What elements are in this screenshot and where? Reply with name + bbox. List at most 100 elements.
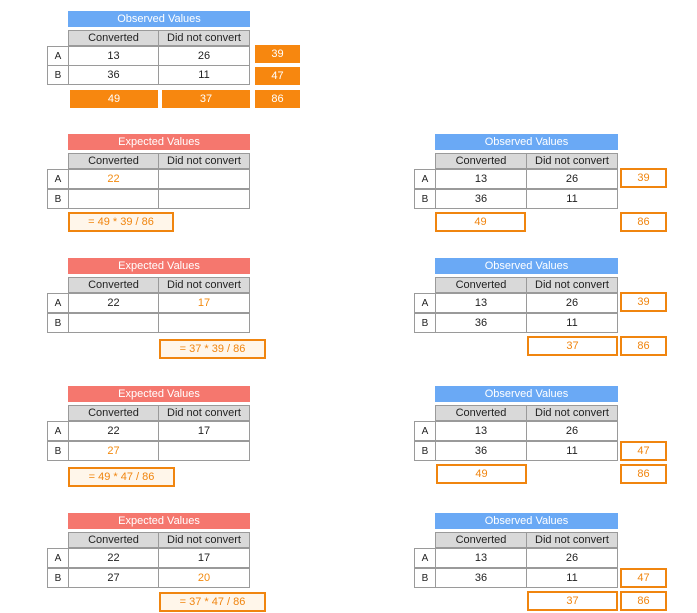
expected-values-title: Expected Values	[68, 258, 250, 274]
expected-values-title: Expected Values	[68, 134, 250, 150]
row-label-b: B	[414, 568, 436, 588]
col-header-did-not-convert: Did not convert	[158, 277, 250, 293]
row-label-b: B	[47, 65, 69, 85]
expected-b-converted	[68, 189, 159, 209]
observed-b-converted: 36	[435, 313, 527, 333]
row-label-a: A	[414, 169, 436, 189]
col-total-box: 37	[527, 591, 618, 611]
col-header-converted: Converted	[435, 277, 527, 293]
observed-a-converted: 13	[435, 548, 527, 568]
observed-b-did-not-convert: 11	[526, 313, 618, 333]
col-header-converted: Converted	[435, 405, 527, 421]
expected-values-title: Expected Values	[68, 513, 250, 529]
cell-a-did-not-convert: 26	[158, 46, 250, 66]
expected-a-did-not-convert: 17	[158, 293, 250, 313]
col-header-converted: Converted	[435, 153, 527, 169]
formula-box: = 49 * 47 / 86	[68, 467, 175, 487]
observed-values-title: Observed Values	[435, 386, 618, 402]
observed-a-converted: 13	[435, 169, 527, 189]
col-header-did-not-convert: Did not convert	[526, 153, 618, 169]
observed-values-title: Observed Values	[435, 258, 618, 274]
row-label-a: A	[47, 293, 69, 313]
col-header-did-not-convert: Did not convert	[158, 532, 250, 548]
row-total-b: 47	[255, 67, 300, 85]
row-label-b: B	[47, 313, 69, 333]
cell-b-converted: 36	[68, 65, 159, 85]
col-total-box: 49	[435, 212, 526, 232]
row-label-b: B	[414, 313, 436, 333]
row-label-b: B	[414, 189, 436, 209]
expected-b-did-not-convert	[158, 441, 250, 461]
expected-a-converted: 22	[68, 421, 159, 441]
observed-values-title: Observed Values	[435, 134, 618, 150]
col-header-did-not-convert: Did not convert	[526, 532, 618, 548]
expected-b-converted: 27	[68, 568, 159, 588]
expected-a-did-not-convert: 17	[158, 548, 250, 568]
observed-values-title: Observed Values	[68, 11, 250, 27]
row-label-a: A	[47, 46, 69, 66]
col-header-did-not-convert: Did not convert	[158, 30, 250, 46]
expected-b-did-not-convert	[158, 189, 250, 209]
expected-b-did-not-convert	[158, 313, 250, 333]
col-header-converted: Converted	[435, 532, 527, 548]
row-label-b: B	[47, 441, 69, 461]
row-label-b: B	[47, 189, 69, 209]
grand-total: 86	[255, 90, 300, 108]
expected-a-converted: 22	[68, 548, 159, 568]
col-header-did-not-convert: Did not convert	[158, 405, 250, 421]
expected-a-did-not-convert	[158, 169, 250, 189]
grand-total-box: 86	[620, 336, 667, 356]
expected-b-converted: 27	[68, 441, 159, 461]
col-header-converted: Converted	[68, 153, 159, 169]
observed-a-did-not-convert: 26	[526, 293, 618, 313]
observed-b-converted: 36	[435, 441, 527, 461]
formula-box: = 37 * 47 / 86	[159, 592, 266, 612]
observed-a-did-not-convert: 26	[526, 169, 618, 189]
col-total-did-not-convert: 37	[162, 90, 250, 108]
observed-b-did-not-convert: 11	[526, 441, 618, 461]
col-total-converted: 49	[70, 90, 158, 108]
col-header-converted: Converted	[68, 532, 159, 548]
col-header-converted: Converted	[68, 30, 159, 46]
grand-total-box: 86	[620, 464, 667, 484]
formula-box: = 37 * 39 / 86	[159, 339, 266, 359]
formula-box: = 49 * 39 / 86	[68, 212, 174, 232]
expected-a-converted: 22	[68, 169, 159, 189]
row-total-box: 39	[620, 292, 667, 312]
col-header-did-not-convert: Did not convert	[158, 153, 250, 169]
observed-b-converted: 36	[435, 568, 527, 588]
row-label-a: A	[47, 548, 69, 568]
observed-b-did-not-convert: 11	[526, 568, 618, 588]
cell-a-converted: 13	[68, 46, 159, 66]
row-label-b: B	[414, 441, 436, 461]
row-total-a: 39	[255, 45, 300, 63]
col-header-converted: Converted	[68, 277, 159, 293]
row-total-box: 47	[620, 441, 667, 461]
row-label-a: A	[47, 421, 69, 441]
observed-values-title: Observed Values	[435, 513, 618, 529]
expected-b-converted	[68, 313, 159, 333]
col-header-did-not-convert: Did not convert	[526, 405, 618, 421]
row-label-a: A	[47, 169, 69, 189]
observed-a-did-not-convert: 26	[526, 548, 618, 568]
expected-a-converted: 22	[68, 293, 159, 313]
row-label-b: B	[47, 568, 69, 588]
expected-a-did-not-convert: 17	[158, 421, 250, 441]
col-header-converted: Converted	[68, 405, 159, 421]
observed-a-converted: 13	[435, 421, 527, 441]
expected-values-title: Expected Values	[68, 386, 250, 402]
expected-b-did-not-convert: 20	[158, 568, 250, 588]
observed-a-converted: 13	[435, 293, 527, 313]
col-total-box: 37	[527, 336, 618, 356]
col-total-box: 49	[436, 464, 527, 484]
row-total-box: 39	[620, 168, 667, 188]
grand-total-box: 86	[620, 591, 667, 611]
row-label-a: A	[414, 421, 436, 441]
col-header-did-not-convert: Did not convert	[526, 277, 618, 293]
cell-b-did-not-convert: 11	[158, 65, 250, 85]
row-label-a: A	[414, 293, 436, 313]
observed-a-did-not-convert: 26	[526, 421, 618, 441]
observed-b-did-not-convert: 11	[526, 189, 618, 209]
observed-b-converted: 36	[435, 189, 527, 209]
row-label-a: A	[414, 548, 436, 568]
